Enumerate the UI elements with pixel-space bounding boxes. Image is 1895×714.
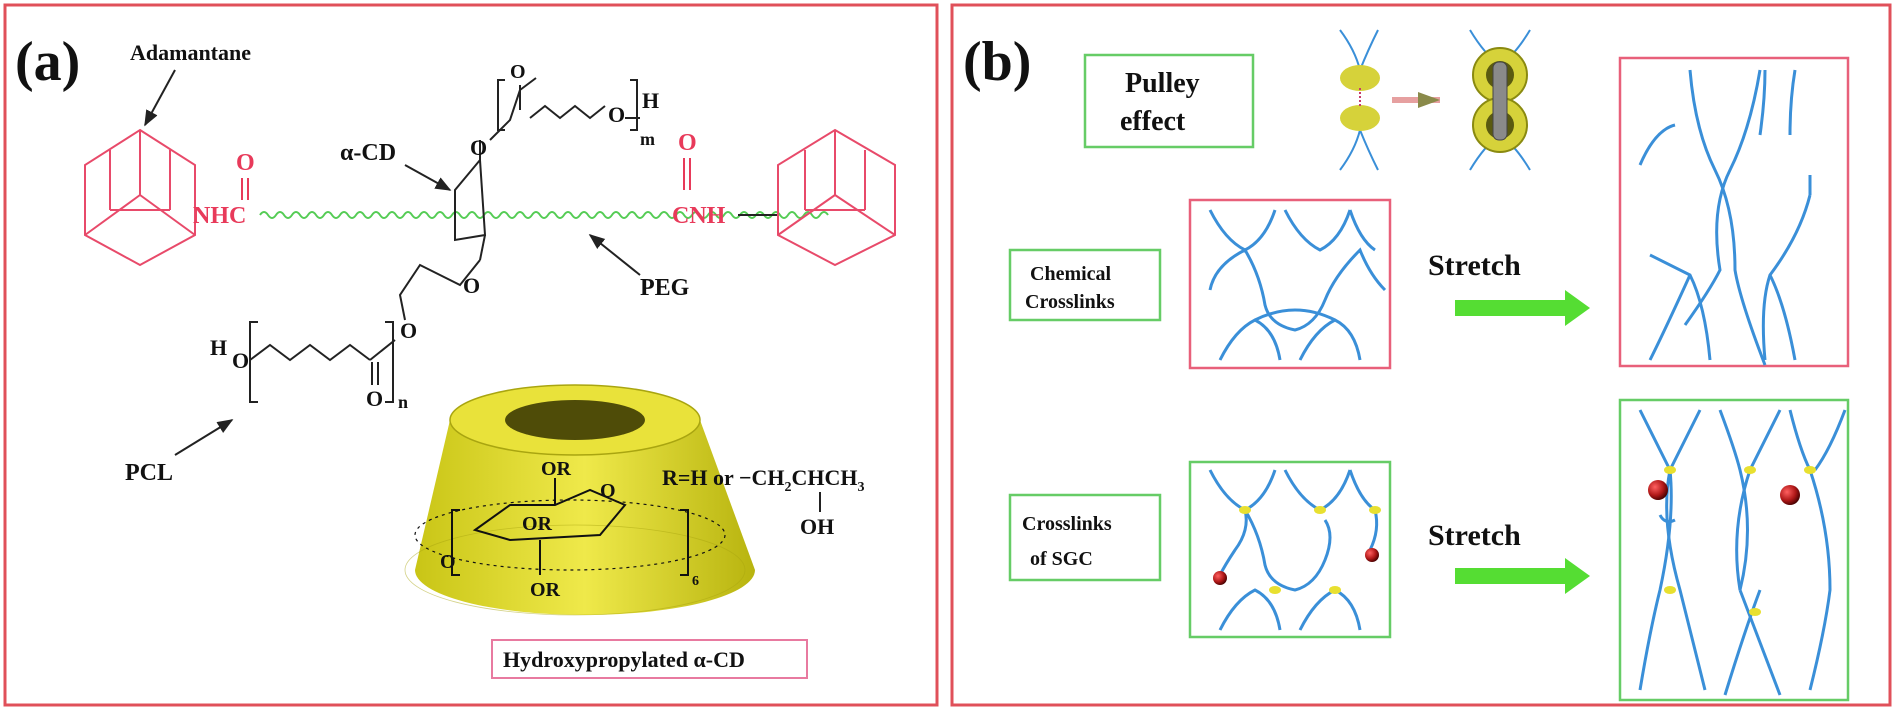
sgc-label-box (1008, 493, 1162, 582)
adamantane-right (777, 128, 896, 267)
sgc-rings (1239, 506, 1381, 594)
caption-text: Hydroxypropylated α-CD (503, 647, 745, 672)
svg-text:O: O (440, 551, 456, 573)
repeat-subscript: 6 (692, 574, 699, 589)
svg-text:O: O (608, 102, 625, 127)
carbonyl-o-left: O (236, 150, 255, 176)
panel-a-frame (3, 3, 939, 707)
sgc-endcap-left (1213, 571, 1227, 585)
panel-b-frame (950, 3, 1892, 707)
sgc-stretched-rings (1664, 466, 1816, 616)
svg-text:O: O (463, 273, 480, 298)
svg-text:O: O (600, 480, 616, 502)
nhc-group: NHC (193, 203, 246, 229)
h-terminal-top: H (642, 88, 659, 113)
m-subscript: m (640, 129, 655, 149)
sgc-line1: Crosslinks (1022, 513, 1112, 535)
pulley-illustration (1339, 29, 1531, 171)
r-definition: R=H or −CH2CHCH3 (662, 465, 864, 495)
adamantane-label: Adamantane (130, 40, 251, 65)
pcl-label: PCL (125, 460, 173, 486)
caption-box (491, 639, 808, 679)
svg-text:O: O (510, 61, 526, 83)
stretch-top-label: Stretch (1428, 249, 1521, 282)
chemical-line2: Crosslinks (1025, 291, 1115, 313)
cd-torus (404, 384, 755, 616)
glucose-unit (414, 478, 726, 576)
stretch-top-arrow (1455, 290, 1590, 326)
pulley-line2: effect (1120, 106, 1186, 137)
chemical-network (1208, 209, 1387, 361)
h-terminal-left: H (210, 335, 227, 360)
svg-text:O: O (366, 386, 383, 411)
svg-text:OR: OR (541, 458, 572, 480)
svg-text:O: O (470, 135, 487, 160)
chemical-label-box (1008, 248, 1162, 322)
svg-text:O: O (232, 348, 249, 373)
adamantane-arrow (144, 69, 176, 127)
panel-a-tag: (a) (15, 31, 80, 93)
chemical-stretched-frame (1618, 56, 1850, 368)
cd-ring-schematic (454, 140, 487, 261)
adamantane-left (84, 128, 196, 267)
sgc-line2: of SGC (1030, 548, 1093, 570)
chemical-stretched-network (1638, 69, 1812, 366)
sgc-endcap-right (1365, 548, 1379, 562)
stretch-bottom-arrow (1455, 558, 1590, 594)
carbonyl-o-right: O (678, 130, 697, 156)
n-subscript: n (398, 392, 408, 412)
pulley-box (1083, 53, 1255, 149)
cnh-group: CNH (672, 203, 726, 229)
stretch-bottom-label: Stretch (1428, 519, 1521, 552)
svg-text:O: O (400, 318, 417, 343)
sgc-stretched-endcap-right (1780, 485, 1800, 505)
svg-text:OR: OR (530, 579, 561, 601)
alpha-cd-label: α-CD (340, 140, 396, 166)
chemical-line1: Chemical (1030, 263, 1112, 285)
sgc-stretched-network (1638, 409, 1847, 696)
sgc-stretched-endcap-left (1648, 480, 1668, 500)
pulley-line1: Pulley (1125, 68, 1200, 99)
oh-group: OH (800, 514, 834, 539)
panel-b-tag: (b) (963, 31, 1031, 93)
peg-label: PEG (640, 275, 690, 301)
svg-text:OR: OR (522, 513, 553, 535)
peg-chain (259, 211, 829, 219)
